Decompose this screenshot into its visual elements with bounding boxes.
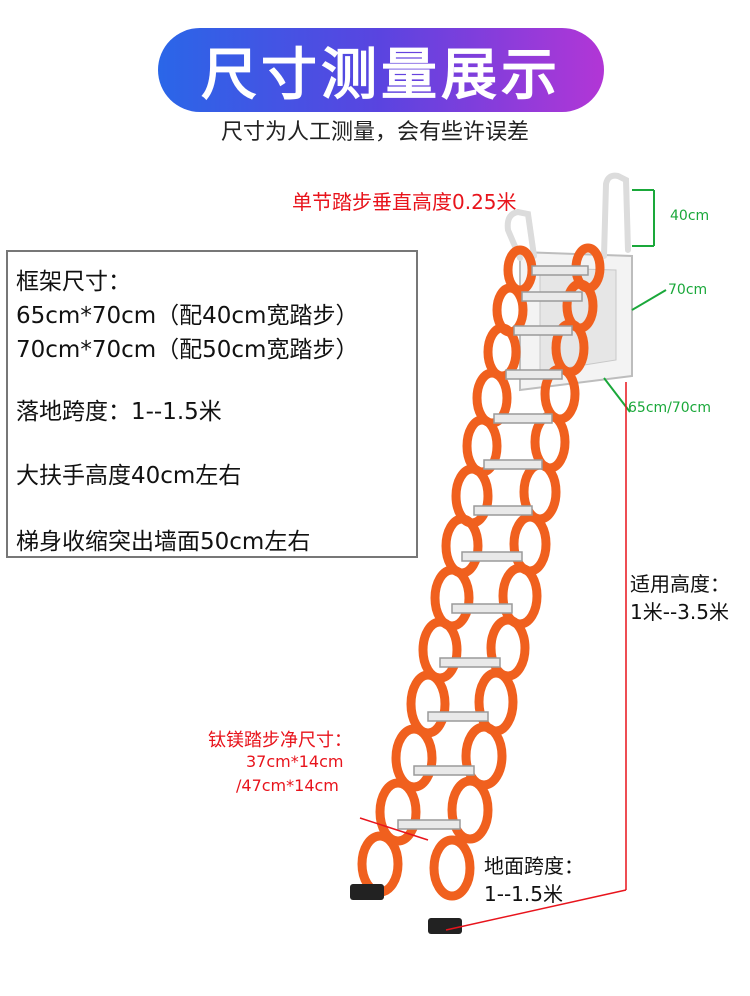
tread-size-label: 钛镁踏步净尺寸： <box>208 730 352 751</box>
frame-size-2: 70cm*70cm（配50cm宽踏步） <box>16 337 359 363</box>
handrail-height-spec: 大扶手高度40cm左右 <box>16 463 242 489</box>
spec-box: 框架尺寸： 65cm*70cm（配40cm宽踏步） 70cm*70cm（配50c… <box>6 250 418 558</box>
height-range-label: 适用高度： <box>630 572 730 596</box>
frame-width-dim-label: 65cm/70cm <box>628 400 712 416</box>
frame-size-1: 65cm*70cm（配40cm宽踏步） <box>16 303 359 329</box>
frame-height-dim-label: 70cm <box>668 282 708 298</box>
frame-size-title: 框架尺寸： <box>16 269 131 295</box>
title-banner: 尺寸测量展示 <box>158 28 604 112</box>
handrail <box>504 172 631 261</box>
page-title: 尺寸测量展示 <box>201 42 561 108</box>
ladder-links <box>357 243 605 901</box>
ladder-feet <box>350 884 462 934</box>
protrusion-spec: 梯身收缩突出墙面50cm左右 <box>16 529 311 555</box>
floor-span-label: 地面跨度： <box>484 854 584 878</box>
floor-span-spec: 落地跨度：1--1.5米 <box>16 399 222 425</box>
ladder-treads <box>397 265 589 830</box>
handrail-dim-label: 40cm <box>670 208 710 224</box>
step-height-label: 单节踏步垂直高度0.25米 <box>292 190 517 214</box>
dimension-lines-red <box>359 382 627 931</box>
tread-size-1: 37cm*14cm <box>246 752 344 771</box>
page-subtitle: 尺寸为人工测量，会有些许误差 <box>220 120 529 145</box>
floor-span-value: 1--1.5米 <box>484 882 563 906</box>
height-range-value: 1米--3.5米 <box>630 600 729 624</box>
tread-size-2: /47cm*14cm <box>236 776 339 795</box>
